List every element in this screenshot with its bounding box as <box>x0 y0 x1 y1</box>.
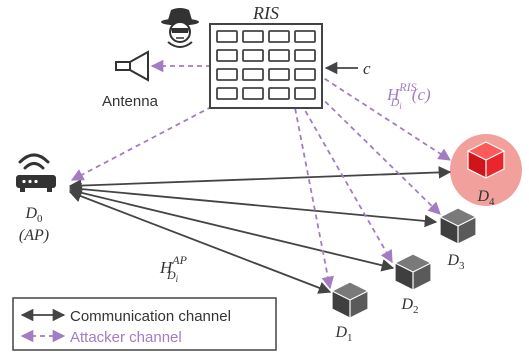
antenna-label: Antenna <box>102 93 159 110</box>
device-d1-label: D1 <box>334 324 352 344</box>
ris-panel <box>209 23 323 109</box>
attacker-link-d1 <box>285 80 335 290</box>
device-d2-label: D2 <box>400 296 418 316</box>
ris-element <box>268 49 290 62</box>
ris-element <box>216 87 238 100</box>
device-d3: D3 <box>439 207 477 272</box>
ris-elements <box>216 30 316 100</box>
ris-element <box>268 68 290 81</box>
legend-attacker-label: Attacker channel <box>70 329 182 346</box>
ris-element <box>216 49 238 62</box>
ap-role: (AP) <box>19 227 49 244</box>
comm-link-d1 <box>68 190 332 294</box>
ris-element <box>216 30 238 43</box>
ris-element <box>242 30 264 43</box>
device-d3-icon <box>439 207 477 245</box>
ris-element <box>216 68 238 81</box>
comm-link-d4 <box>68 166 452 192</box>
router-icon <box>16 153 56 192</box>
ap-name: D0 <box>24 205 43 225</box>
ris-element <box>242 49 264 62</box>
element-label-c: c <box>363 59 371 78</box>
ris-element <box>242 68 264 81</box>
ris-label: RIS <box>252 3 279 23</box>
communication-channels <box>68 166 452 294</box>
ris-element <box>268 30 290 43</box>
ris-element <box>268 87 290 100</box>
ris-element <box>294 87 316 100</box>
attacker-link-d4 <box>300 63 452 161</box>
device-d1: D1 <box>331 281 369 344</box>
legend: Communication channel Attacker channel <box>12 297 277 351</box>
ris-element <box>242 87 264 100</box>
antenna-icon <box>115 50 149 82</box>
comm-link-d3 <box>68 182 438 228</box>
device-d2: D2 <box>394 253 432 316</box>
device-d4: D4 <box>467 141 505 208</box>
legend-comm-label: Communication channel <box>70 308 231 325</box>
ris-element <box>294 49 316 62</box>
device-d4-label: D4 <box>476 188 495 208</box>
device-d3-label: D3 <box>446 252 465 272</box>
comm-link-d2 <box>68 186 395 272</box>
spy-icon <box>161 8 199 48</box>
ris-element <box>294 30 316 43</box>
ris-element <box>294 68 316 81</box>
device-d2-icon <box>394 253 432 291</box>
device-d1-icon <box>331 281 369 319</box>
